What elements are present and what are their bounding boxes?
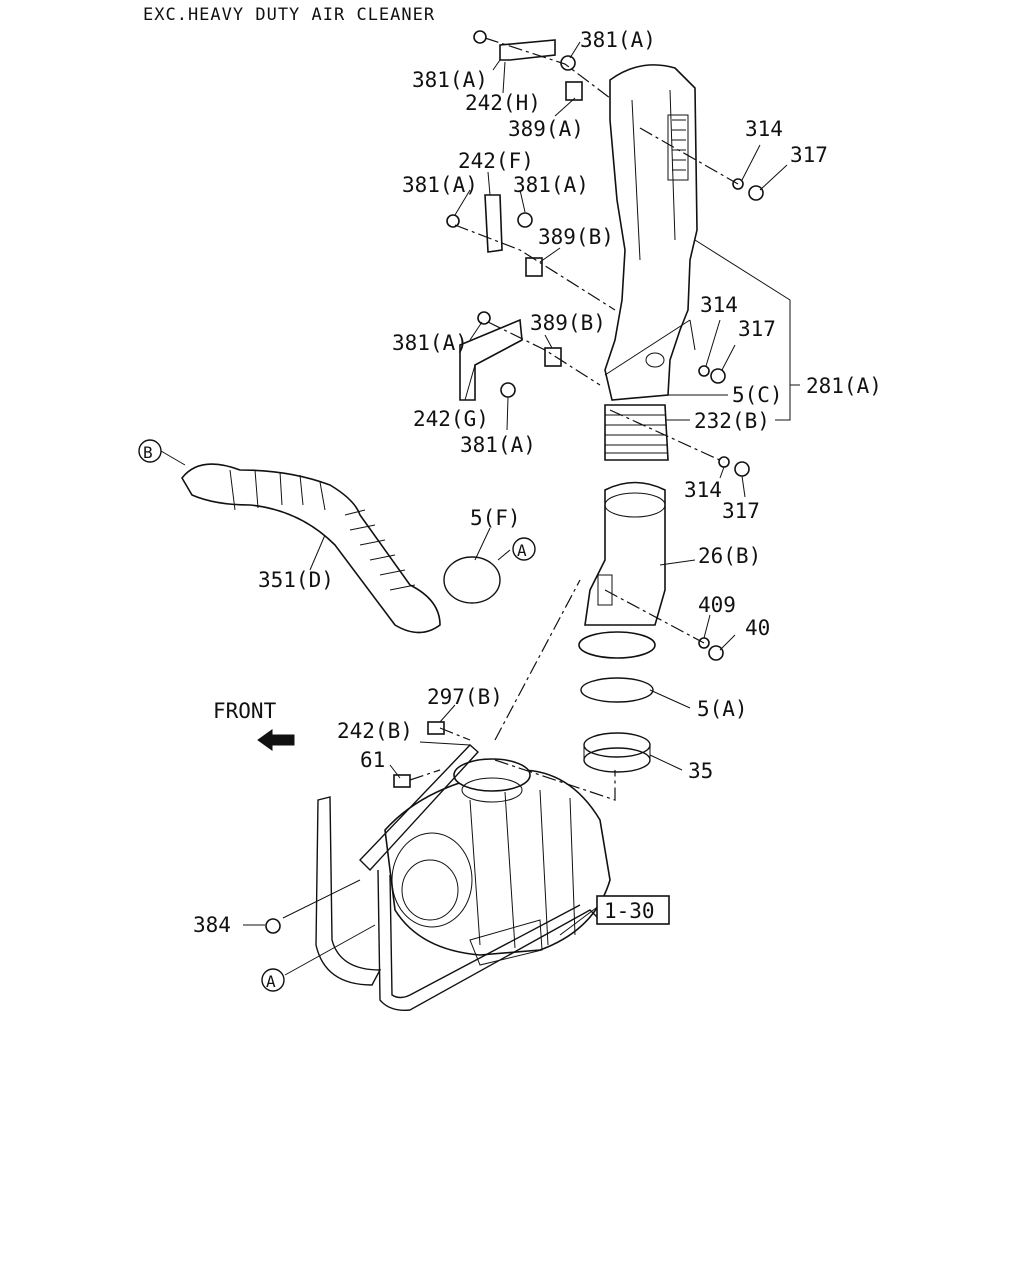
label-242h: 242(H) xyxy=(465,91,541,115)
label-389b: 389(B) xyxy=(538,225,614,249)
front-label: FRONT xyxy=(213,699,277,723)
part-labels: 381(A) 381(A) 242(H) 389(A) 314 317 242(… xyxy=(193,28,882,937)
label-242g: 242(G) xyxy=(413,407,489,431)
label-314: 314 xyxy=(684,478,722,502)
label-242b: 242(B) xyxy=(337,719,413,743)
svg-text:B: B xyxy=(143,443,153,462)
frame-242b xyxy=(315,744,601,1011)
ring-35 xyxy=(583,732,651,773)
label-381a: 381(A) xyxy=(402,173,478,197)
callout-b: B xyxy=(138,439,186,466)
label-281a: 281(A) xyxy=(806,374,882,398)
label-35: 35 xyxy=(688,759,713,783)
pipe-26b xyxy=(578,481,666,659)
label-242f: 242(F) xyxy=(458,149,534,173)
label-26b: 26(B) xyxy=(698,544,761,568)
label-297b: 297(B) xyxy=(427,685,503,709)
alignment-lines xyxy=(409,37,739,781)
fasteners xyxy=(265,30,764,934)
diagram-title: EXC.HEAVY DUTY AIR CLEANER xyxy=(143,5,435,25)
label-381a: 381(A) xyxy=(392,331,468,355)
bellows-232b xyxy=(604,404,669,461)
ref-box: 1-30 xyxy=(596,895,670,925)
front-arrow-icon xyxy=(257,729,295,751)
label-381a: 381(A) xyxy=(412,68,488,92)
label-5f: 5(F) xyxy=(470,506,521,530)
label-5a: 5(A) xyxy=(697,697,748,721)
clamp-5a xyxy=(580,677,654,703)
leader-lines xyxy=(243,41,800,976)
label-232b: 232(B) xyxy=(694,409,770,433)
label-314: 314 xyxy=(745,117,783,141)
bracket-242f xyxy=(484,194,503,253)
label-317: 317 xyxy=(738,317,776,341)
label-40: 40 xyxy=(745,616,770,640)
label-314: 314 xyxy=(700,293,738,317)
callout-a-frame: A xyxy=(261,968,285,992)
ref-box-label: 1-30 xyxy=(604,899,655,923)
label-351d: 351(D) xyxy=(258,568,334,592)
label-317: 317 xyxy=(722,499,760,523)
intake-snorkel-pipe xyxy=(604,64,698,401)
label-381a: 381(A) xyxy=(460,433,536,457)
label-409: 409 xyxy=(698,593,736,617)
label-317: 317 xyxy=(790,143,828,167)
clamp-5f xyxy=(443,556,501,604)
label-381a: 381(A) xyxy=(513,173,589,197)
label-389a: 389(A) xyxy=(508,117,584,141)
bracket-242h xyxy=(499,39,556,61)
label-381a: 381(A) xyxy=(580,28,656,52)
hose-351d xyxy=(181,463,441,634)
svg-text:A: A xyxy=(266,972,276,991)
label-61: 61 xyxy=(360,748,385,772)
label-389b: 389(B) xyxy=(530,311,606,335)
air-cleaner-body xyxy=(384,758,611,966)
label-384: 384 xyxy=(193,913,231,937)
label-5c: 5(C) xyxy=(732,383,783,407)
svg-text:A: A xyxy=(517,541,527,560)
callout-a-clamp: A xyxy=(512,537,536,561)
